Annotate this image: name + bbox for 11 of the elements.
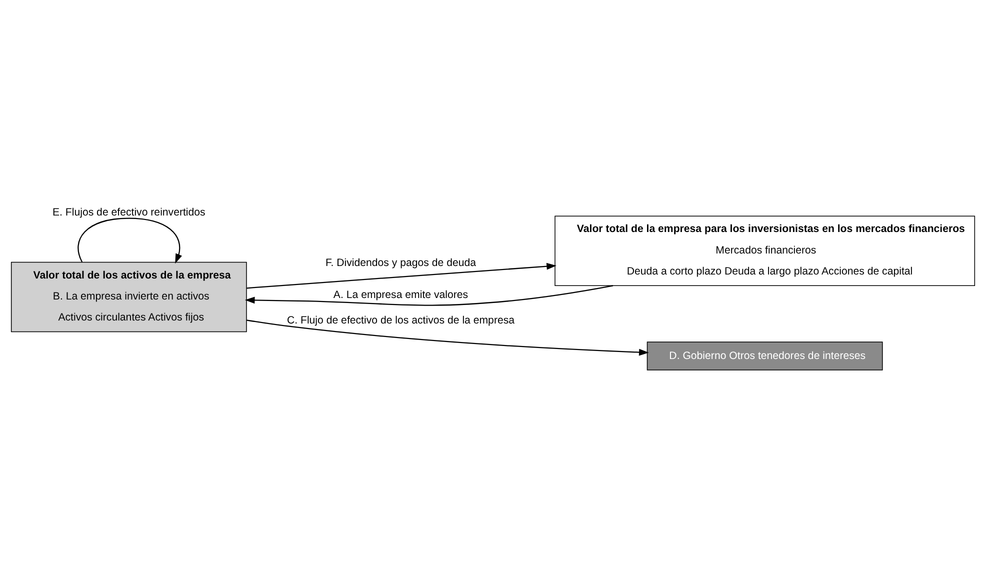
node-box: Valor total de la empresa para los inversionistas en los mercados financieros Mercados financieros Deuda a corto plazo Deuda a largo plazo Acciones de capital bbox=[554, 215, 976, 286]
edge-label: C. Flujo de efectivo de los activos de la empresa bbox=[286, 314, 515, 326]
edge-label: A. La empresa emite valores bbox=[333, 288, 468, 300]
arrow bbox=[78, 217, 182, 264]
arrow bbox=[244, 284, 614, 306]
node-box: D. Gobierno Otros tenedores de intereses bbox=[646, 341, 883, 370]
node-box: Valor total de los activos de la empresa B. La empresa invierte en activos Activos circulantes Activos fijos bbox=[10, 261, 247, 332]
arrow bbox=[246, 319, 649, 356]
arrow bbox=[246, 262, 556, 288]
edge-label: E. Flujos de efectivo reinvertidos bbox=[52, 206, 206, 218]
edge-label: F. Dividendos y pagos de deuda bbox=[325, 256, 476, 269]
